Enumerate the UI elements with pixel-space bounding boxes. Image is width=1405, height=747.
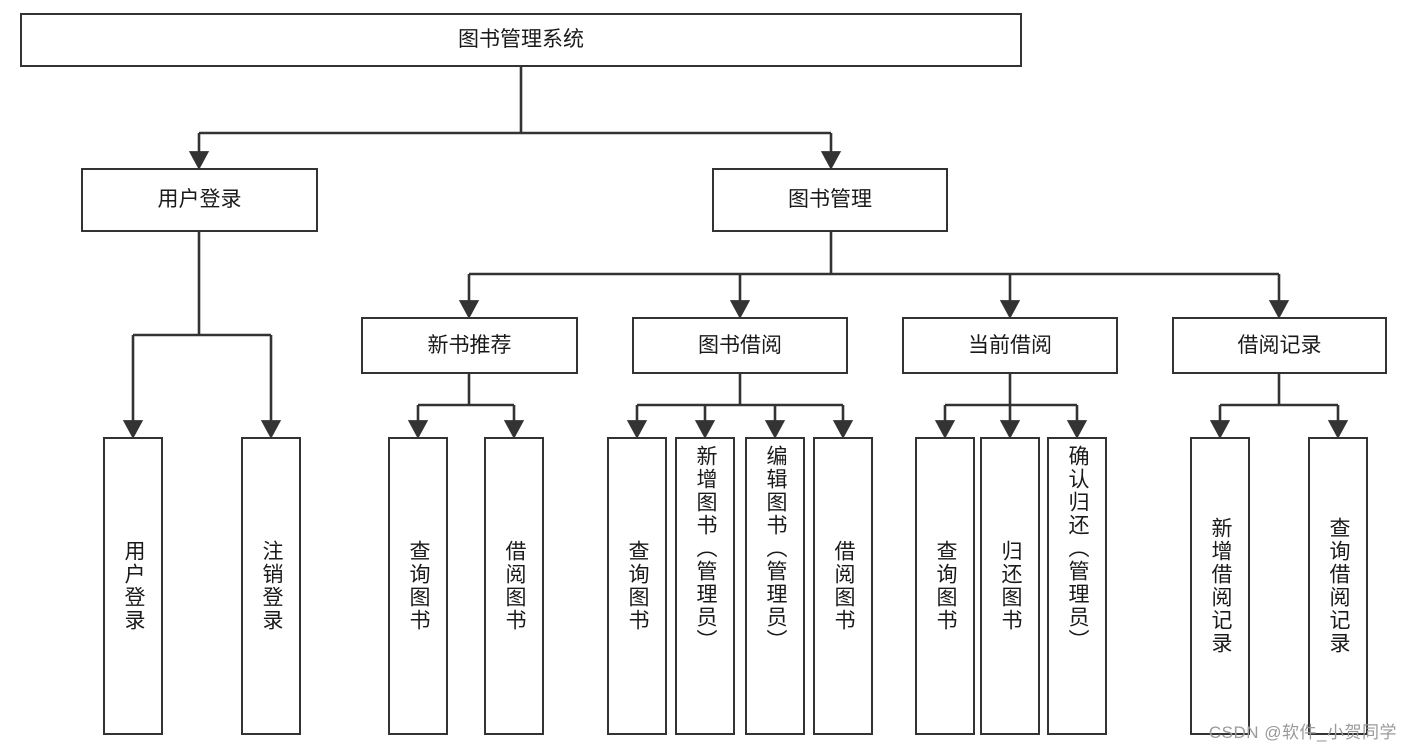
node-label: 图书借阅 bbox=[698, 333, 782, 357]
node-label: 图书管理 bbox=[788, 188, 872, 212]
node-label: 查询图书 bbox=[934, 540, 957, 632]
node-label: 借阅图书 bbox=[503, 540, 526, 632]
node-label: 编辑图书（管理员） bbox=[764, 445, 787, 652]
node-book-management[interactable]: 图书管理 bbox=[712, 168, 948, 232]
node-new-book-recommend[interactable]: 新书推荐 bbox=[361, 317, 578, 374]
node-label: 新书推荐 bbox=[427, 333, 512, 357]
node-label: 注销登录 bbox=[260, 540, 283, 632]
node-label: 当前借阅 bbox=[968, 333, 1052, 357]
node-label: 查询借阅记录 bbox=[1327, 517, 1350, 655]
leaf-node[interactable]: 用户登录 bbox=[103, 437, 163, 735]
node-user-login[interactable]: 用户登录 bbox=[81, 168, 318, 232]
leaf-node[interactable]: 借阅图书 bbox=[813, 437, 873, 735]
node-current-borrow[interactable]: 当前借阅 bbox=[902, 317, 1118, 374]
leaf-node[interactable]: 查询图书 bbox=[607, 437, 667, 735]
node-label: 借阅记录 bbox=[1237, 333, 1322, 357]
node-borrow-record[interactable]: 借阅记录 bbox=[1172, 317, 1387, 374]
node-label: 借阅图书 bbox=[832, 540, 855, 632]
leaf-node[interactable]: 查询图书 bbox=[915, 437, 975, 735]
node-label: 用户登录 bbox=[157, 188, 242, 212]
leaf-node[interactable]: 查询借阅记录 bbox=[1308, 437, 1368, 735]
node-root-system[interactable]: 图书管理系统 bbox=[20, 13, 1022, 67]
leaf-node[interactable]: 查询图书 bbox=[388, 437, 448, 735]
node-label: 新增图书（管理员） bbox=[694, 445, 717, 652]
node-book-borrow[interactable]: 图书借阅 bbox=[632, 317, 848, 374]
node-label: 查询图书 bbox=[407, 540, 430, 632]
node-label: 确认归还（管理员） bbox=[1066, 445, 1089, 652]
leaf-node[interactable]: 归还图书 bbox=[980, 437, 1040, 735]
leaf-node[interactable]: 确认归还（管理员） bbox=[1047, 437, 1107, 735]
leaf-node[interactable]: 新增借阅记录 bbox=[1190, 437, 1250, 735]
node-label: 用户登录 bbox=[122, 540, 145, 632]
node-label: 归还图书 bbox=[999, 540, 1022, 632]
leaf-node[interactable]: 注销登录 bbox=[241, 437, 301, 735]
node-label: 图书管理系统 bbox=[458, 28, 584, 52]
leaf-node[interactable]: 编辑图书（管理员） bbox=[745, 437, 805, 735]
csdn-watermark: CSDN @软件_小贺同学 bbox=[1208, 723, 1397, 742]
leaf-node[interactable]: 新增图书（管理员） bbox=[675, 437, 735, 735]
leaf-node[interactable]: 借阅图书 bbox=[484, 437, 544, 735]
node-label: 新增借阅记录 bbox=[1209, 517, 1232, 655]
node-label: 查询图书 bbox=[626, 540, 649, 632]
